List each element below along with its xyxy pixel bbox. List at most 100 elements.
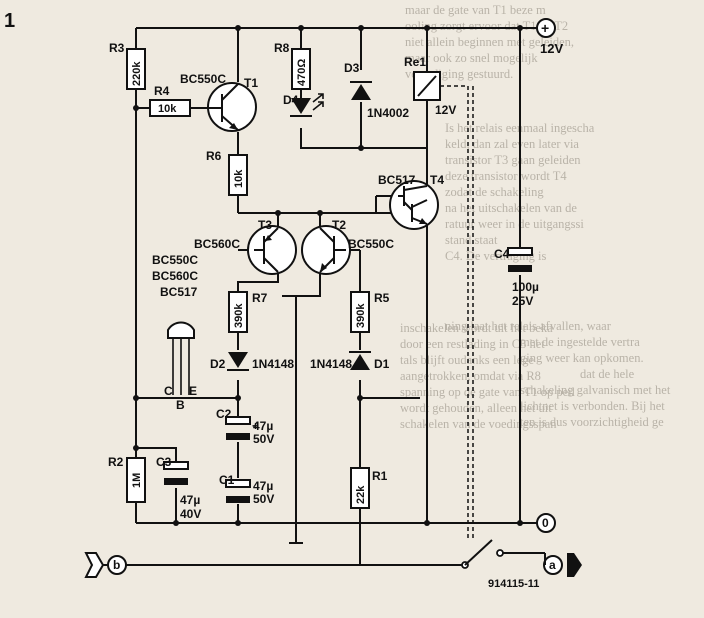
capacitor-c1: C1 47µ 50V: [219, 473, 274, 506]
bg-line-15: door een restlading in C3 het: [400, 337, 545, 351]
t2-label: T2: [332, 218, 346, 232]
diode-d3: D3 1N4002: [344, 61, 409, 120]
capacitor-c4: C4 100µ 25V: [494, 247, 539, 308]
bg-line-8: deze transistor wordt T4: [445, 169, 567, 183]
bg-line-18: spanning op de gate van T1 op peil: [400, 385, 576, 399]
r6-label: R6: [206, 149, 222, 163]
pinout-type-1: BC550C: [152, 253, 198, 267]
c2-label: C2: [216, 407, 232, 421]
bg-line-7: transistor T3 gaan geleiden: [445, 153, 581, 167]
c1-label: C1: [219, 473, 235, 487]
r7-value: 390k: [233, 303, 245, 328]
r3-label: R3: [109, 41, 125, 55]
d4-label: D4: [283, 93, 299, 107]
t3-label: T3: [258, 218, 272, 232]
re1-label: Re1: [404, 55, 426, 69]
pin-c: C: [164, 384, 173, 398]
c2-value: 47µ: [253, 419, 273, 433]
terminal-ground: 0: [536, 513, 556, 533]
r6-value: 10k: [233, 169, 245, 188]
d3-type: 1N4002: [367, 106, 409, 120]
bg-line-22: met de ingestelde vertra: [520, 335, 640, 349]
r4-label: R4: [154, 84, 170, 98]
bg-line-10: na het uitschakelen van de: [445, 201, 577, 215]
c3-label: C3: [156, 455, 172, 469]
bg-line-19: wordt gehouden, alleen het uit: [400, 401, 552, 415]
re1-voltage: 12V: [435, 103, 456, 117]
t4-type: BC517: [378, 173, 416, 187]
resistor-r7: 390k R7: [228, 291, 268, 333]
terminal-a: a: [543, 553, 582, 577]
c1-value: 47µ: [253, 479, 273, 493]
bg-line-17: aangetrokken, omdat via R8: [400, 369, 541, 383]
diode-d2: D2 1N4148: [210, 352, 294, 371]
bg-line-0: maar de gate van T1 beze m: [405, 3, 546, 17]
resistor-r1: 22k R1: [350, 467, 388, 509]
bg-line-27: ten is dus voorzichtigheid ge: [520, 415, 664, 429]
resistor-r3: 220k R3: [109, 41, 146, 90]
bg-line-6: keld, dan zal even later via: [445, 137, 579, 151]
c3-voltage: 40V: [180, 507, 201, 521]
r4-value: 10k: [158, 103, 177, 115]
t1-label: T1: [244, 76, 258, 90]
bg-line-23: ging weer kan opkomen.: [520, 351, 644, 365]
d3-label: D3: [344, 61, 360, 75]
bg-line-1: ooling zorgt ervoor dat T1 en T2: [405, 19, 568, 33]
transistor-t1: BC550C T1: [180, 72, 258, 132]
bg-line-21: ning laat het relais afvallen, waar: [445, 319, 612, 333]
transistor-t2: T2 BC550C: [301, 218, 394, 275]
transistor-t3: T3 BC560C: [194, 218, 297, 275]
pin-b: B: [176, 398, 185, 412]
ground-label: 0: [542, 516, 549, 530]
relay-re1: Re1 12V: [404, 55, 474, 540]
led-d4: D4: [283, 93, 324, 117]
terminal-b: b: [84, 552, 127, 578]
pin-e: E: [189, 384, 197, 398]
terminal-12v: + 12V: [520, 18, 563, 56]
t2-type: BC550C: [348, 237, 394, 251]
bg-line-9: zodat de schakeling: [445, 185, 544, 199]
c2-voltage: 50V: [253, 432, 274, 446]
r7-label: R7: [252, 291, 268, 305]
supply-voltage-label: 12V: [540, 41, 563, 56]
d1-label: D1: [374, 357, 390, 371]
c3-value: 47µ: [180, 493, 200, 507]
junctions: [133, 25, 523, 526]
pinout-drawing: BC550C BC560C BC517 C B E: [152, 253, 198, 412]
bg-line-26: lichtnet is verbonden. Bij het: [520, 399, 665, 413]
t4-label: T4: [430, 173, 444, 187]
r1-value: 22k: [355, 485, 367, 504]
r5-label: R5: [374, 291, 390, 305]
resistor-r2: 1M R2: [108, 455, 146, 503]
c4-label: C4: [494, 247, 510, 261]
r5-value: 390k: [355, 303, 367, 328]
r1-label: R1: [372, 469, 388, 483]
bg-line-2: niet allein beginnen met geleiden,: [405, 35, 574, 49]
terminal-b-label: b: [113, 558, 120, 572]
bg-line-24: dat de hele: [580, 367, 635, 381]
terminal-a-label: a: [549, 558, 556, 572]
diode-d1: 1N4148 D1: [310, 351, 390, 371]
r3-value: 220k: [131, 61, 143, 86]
figure-code: 914115-11: [488, 578, 539, 590]
t3-type: BC560C: [194, 237, 240, 251]
pinout-type-2: BC560C: [152, 269, 198, 283]
c1-voltage: 50V: [253, 492, 274, 506]
bg-line-20: schakelen van de voedingsspan: [400, 417, 557, 431]
bg-line-16: tals blijft oudanks een lege: [400, 353, 534, 367]
relay-switch-contact: [461, 539, 504, 569]
r8-label: R8: [274, 41, 290, 55]
bg-line-3: maar ook zo snel mogelijk: [405, 51, 538, 65]
plus-symbol: +: [541, 20, 549, 36]
background-text: maar de gate van T1 beze m ooling zorgt …: [400, 3, 671, 431]
c2-plus: +: [252, 419, 259, 433]
d1-type: 1N4148: [310, 357, 352, 371]
c4-value: 100µ: [512, 280, 539, 294]
resistor-r8: 470Ω R8: [274, 41, 311, 90]
resistor-r5: 390k R5: [350, 291, 390, 333]
capacitor-c2: + C2 47µ 50V: [216, 407, 274, 446]
t1-type: BC550C: [180, 72, 226, 86]
d2-label: D2: [210, 357, 226, 371]
